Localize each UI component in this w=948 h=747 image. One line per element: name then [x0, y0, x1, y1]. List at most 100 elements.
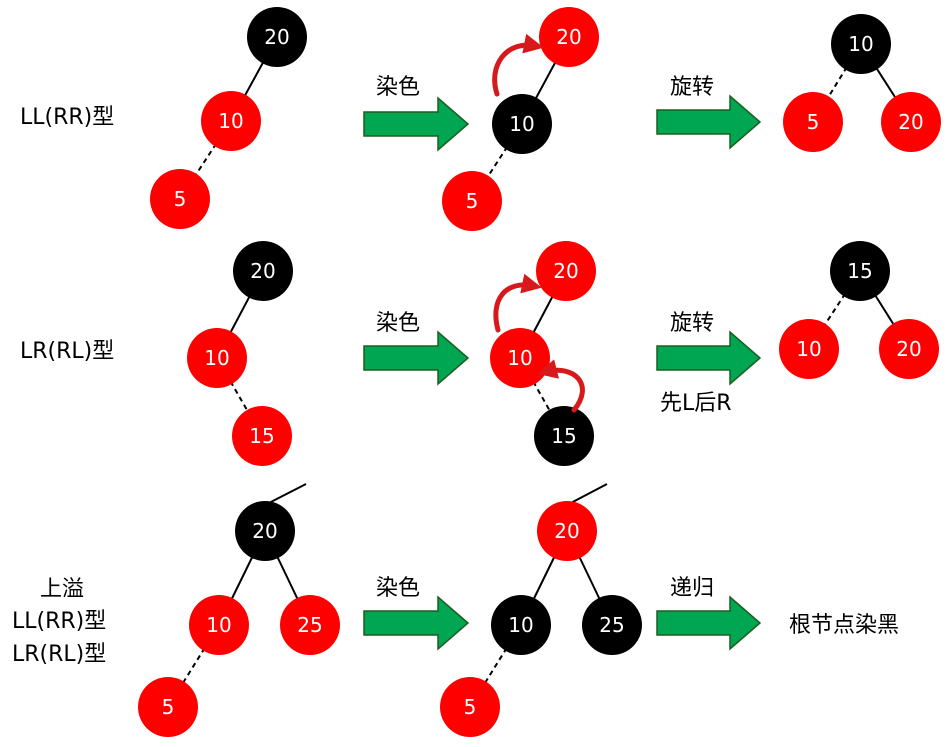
- node-value: 20: [252, 519, 277, 543]
- node-value: 20: [264, 25, 289, 49]
- node-circle: [534, 406, 594, 466]
- green-right-arrow: [363, 96, 470, 152]
- arrow-label-rotate: 旋转: [670, 311, 714, 336]
- node-circle: [247, 7, 307, 67]
- green-right-arrow: [656, 595, 762, 651]
- node-value: 15: [551, 424, 576, 448]
- node-circle: [138, 677, 198, 737]
- tree-node: 20: [233, 241, 293, 301]
- row-lr: LR(RL)型 20 10 15 染色 20 10: [20, 241, 939, 466]
- tree-node: 25: [280, 595, 340, 655]
- node-value: 20: [250, 259, 275, 283]
- row-lr-label: LR(RL)型: [20, 339, 114, 364]
- node-circle: [537, 501, 597, 561]
- rotation-curl-arrow-icon: [537, 359, 585, 413]
- node-value: 10: [848, 32, 873, 56]
- edge-root-parent: [264, 483, 307, 506]
- tree-node: 10: [491, 595, 551, 655]
- tree-node: 15: [534, 406, 594, 466]
- tree-node: 10: [201, 91, 261, 151]
- node-value: 20: [898, 110, 923, 134]
- tree-node: 5: [783, 92, 843, 152]
- arrow-sublabel-rotation-order: 先L后R: [660, 391, 732, 416]
- node-value: 25: [297, 613, 322, 637]
- node-circle: [442, 171, 502, 231]
- arrow-label-recurse: 递归: [670, 576, 714, 601]
- node-value: 10: [509, 112, 534, 136]
- row-ll: LL(RR)型 20 10 5 染色 20 10: [20, 7, 941, 231]
- node-circle: [235, 501, 295, 561]
- tree-node: 10: [189, 595, 249, 655]
- node-value: 20: [556, 25, 581, 49]
- node-circle: [539, 7, 599, 67]
- arrow-label-recolor: 染色: [376, 75, 420, 100]
- tree-node: 10: [831, 14, 891, 74]
- tree-node: 10: [187, 328, 247, 388]
- node-circle: [150, 169, 210, 229]
- node-circle: [189, 595, 249, 655]
- tree-node: 20: [539, 7, 599, 67]
- node-circle: [232, 406, 292, 466]
- tree-node: 20: [881, 92, 941, 152]
- tree-node: 5: [138, 677, 198, 737]
- result-text-root-black: 根节点染黑: [789, 613, 899, 638]
- tree-node: 5: [440, 677, 500, 737]
- node-circle: [490, 328, 550, 388]
- tree-node: 10: [779, 319, 839, 379]
- node-value: 15: [847, 259, 872, 283]
- node-value: 5: [162, 695, 175, 719]
- node-value: 10: [796, 337, 821, 361]
- node-circle: [492, 94, 552, 154]
- tree-node: 25: [582, 595, 642, 655]
- tree-node: 20: [247, 7, 307, 67]
- tree-node: 15: [830, 241, 890, 301]
- node-circle: [779, 319, 839, 379]
- node-circle: [536, 241, 596, 301]
- node-value: 5: [464, 695, 477, 719]
- rotation-curl-arrow-icon: [493, 273, 542, 333]
- green-right-arrow: [363, 330, 470, 386]
- node-circle: [440, 677, 500, 737]
- arrow-label-rotate: 旋转: [670, 75, 714, 100]
- node-circle: [582, 595, 642, 655]
- green-right-arrow: [656, 94, 762, 150]
- edge-root-parent: [566, 483, 608, 506]
- node-circle: [881, 92, 941, 152]
- tree-node: 5: [150, 169, 210, 229]
- node-value: 20: [554, 519, 579, 543]
- node-value: 5: [174, 187, 187, 211]
- node-value: 10: [218, 109, 243, 133]
- edge-root-left: [808, 270, 861, 350]
- node-circle: [187, 328, 247, 388]
- edge-mid-low: [179, 120, 232, 200]
- node-value: 20: [896, 337, 921, 361]
- node-value: 15: [249, 424, 274, 448]
- row-ll-label: LL(RR)型: [20, 105, 114, 130]
- green-right-arrow: [363, 595, 470, 651]
- tree-node: 20: [536, 241, 596, 301]
- row-overflow: 上溢 LL(RR)型 LR(RL)型 20 10 25 5 染色: [12, 483, 899, 737]
- edge-left-low: [469, 624, 522, 708]
- row-overflow-label-line: LR(RL)型: [12, 642, 106, 667]
- tree-node: 5: [442, 171, 502, 231]
- node-value: 5: [466, 189, 479, 213]
- row-overflow-label-line: LL(RR)型: [12, 609, 106, 634]
- edge-left-low: [167, 624, 220, 708]
- node-circle: [830, 241, 890, 301]
- node-value: 10: [204, 346, 229, 370]
- arrow-label-recolor: 染色: [376, 311, 420, 336]
- tree-node: 10: [490, 328, 550, 388]
- tree-node: 15: [232, 406, 292, 466]
- rotation-curl-arrow-icon: [492, 33, 544, 97]
- tree-node: 20: [879, 319, 939, 379]
- tree-node: 20: [235, 501, 295, 561]
- node-value: 10: [206, 613, 231, 637]
- tree-node: 10: [492, 94, 552, 154]
- green-right-arrow: [656, 330, 762, 386]
- arrow-label-recolor: 染色: [376, 576, 420, 601]
- node-value: 5: [807, 110, 820, 134]
- node-circle: [831, 14, 891, 74]
- node-circle: [879, 319, 939, 379]
- node-circle: [280, 595, 340, 655]
